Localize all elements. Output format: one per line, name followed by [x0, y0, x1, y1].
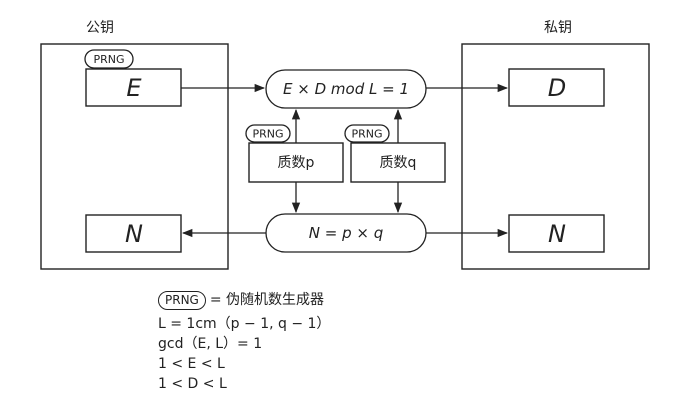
equation-bottom: N = p × q [309, 224, 383, 242]
legend-prng-row: PRNG= 伪随机数生成器 [158, 290, 330, 310]
prng-badge-e [84, 49, 134, 69]
prng-badge-p [245, 124, 291, 143]
legend: PRNG= 伪随机数生成器 L = 1cm（p − 1, q − 1） gcd（… [158, 290, 330, 394]
var-n-private: N [548, 220, 566, 248]
prng-badge-q [344, 124, 390, 143]
private-key-title: 私钥 [544, 20, 572, 36]
legend-line-3: 1 < E < L [158, 356, 225, 372]
equation-top: E × D mod L = 1 [283, 80, 409, 98]
legend-prng-badge: PRNG [158, 291, 206, 310]
legend-prng-meaning: = 伪随机数生成器 [209, 292, 325, 308]
var-n-public: N [125, 220, 143, 248]
public-key-title: 公钥 [86, 20, 114, 36]
legend-line-2: gcd（E, L）= 1 [158, 336, 263, 352]
equation-top-pill [265, 69, 427, 109]
prime-q-label: 质数q [380, 155, 417, 171]
box-n-public [85, 214, 182, 253]
var-d: D [548, 74, 566, 102]
legend-line-4: 1 < D < L [158, 376, 227, 392]
box-n-private [508, 214, 605, 253]
var-e: E [126, 74, 142, 102]
prng-badge-q-label: PRNG [351, 128, 382, 141]
box-e [85, 68, 182, 107]
legend-line-1: L = 1cm（p − 1, q − 1） [158, 316, 331, 332]
prng-badge-p-label: PRNG [252, 128, 283, 141]
box-d [508, 68, 605, 107]
prime-p-label: 质数p [278, 155, 315, 171]
prng-badge-e-label: PRNG [93, 53, 124, 66]
